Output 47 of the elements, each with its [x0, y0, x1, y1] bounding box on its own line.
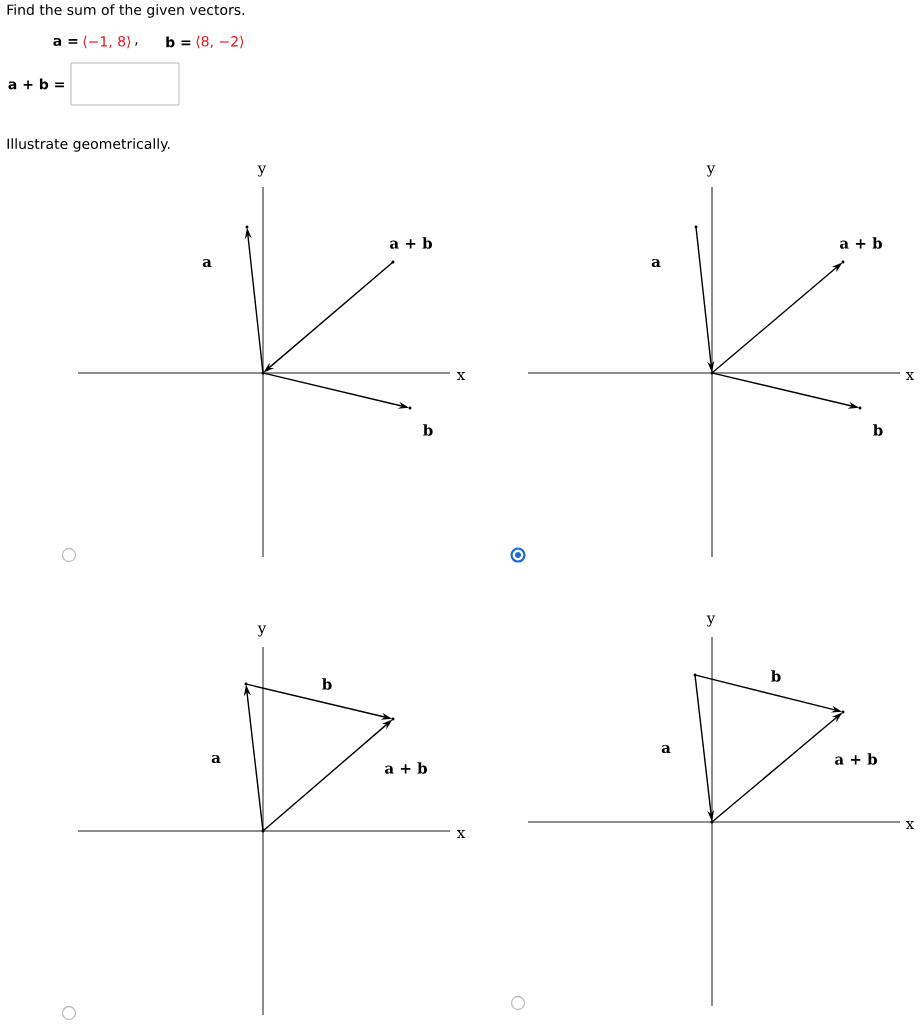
vector-point	[710, 820, 714, 824]
vector-point	[710, 371, 714, 375]
question-text: b =	[166, 36, 191, 48]
radio-button	[61, 1005, 77, 1021]
vector-point	[245, 225, 249, 229]
axis-label: y	[257, 165, 267, 177]
vector-point	[694, 225, 698, 229]
axis-label: x	[456, 830, 466, 838]
axis-label: y	[706, 165, 716, 177]
vector-label: a + b	[840, 237, 882, 249]
question-text: Find the sum of the given vectors.	[7, 4, 245, 18]
question-text: ,	[135, 42, 138, 46]
vector-point	[858, 406, 862, 410]
axis-label: y	[257, 625, 267, 637]
field-label: a + b =	[8, 78, 64, 90]
vector-point	[391, 260, 395, 264]
vector-label: b	[771, 670, 781, 682]
vector-label: b	[423, 424, 433, 436]
vector-label: a	[202, 258, 212, 268]
vector-label: a	[211, 754, 221, 764]
axis-label: x	[456, 372, 466, 380]
vector-point	[408, 406, 412, 410]
answer-field	[70, 62, 180, 106]
vector-value: ⟨8, −2⟩	[196, 35, 244, 49]
radio-button	[61, 547, 77, 563]
vector-label: a	[661, 744, 671, 754]
vector-point	[261, 371, 265, 375]
vector-point	[244, 682, 248, 686]
vector-point	[391, 717, 395, 721]
question-text: a =	[53, 38, 78, 46]
vector-label: a	[651, 258, 661, 268]
vector-point	[261, 829, 265, 833]
vector-label: b	[322, 678, 332, 690]
vector-point	[841, 710, 845, 714]
vector-point	[841, 260, 845, 264]
selected-radio-button	[510, 547, 526, 563]
vector-label: a + b	[385, 762, 427, 774]
vector-label: a + b	[390, 237, 432, 249]
axis-label: x	[905, 821, 915, 829]
axis-label: x	[905, 372, 915, 380]
vector-label: b	[873, 424, 883, 436]
vector-value: ⟨−1, 8⟩	[83, 35, 131, 49]
radio-button	[510, 995, 526, 1011]
vector-point	[693, 673, 697, 677]
question-text: Illustrate geometrically.	[7, 138, 170, 152]
axis-label: y	[706, 615, 716, 627]
vector-label: a + b	[835, 753, 877, 765]
